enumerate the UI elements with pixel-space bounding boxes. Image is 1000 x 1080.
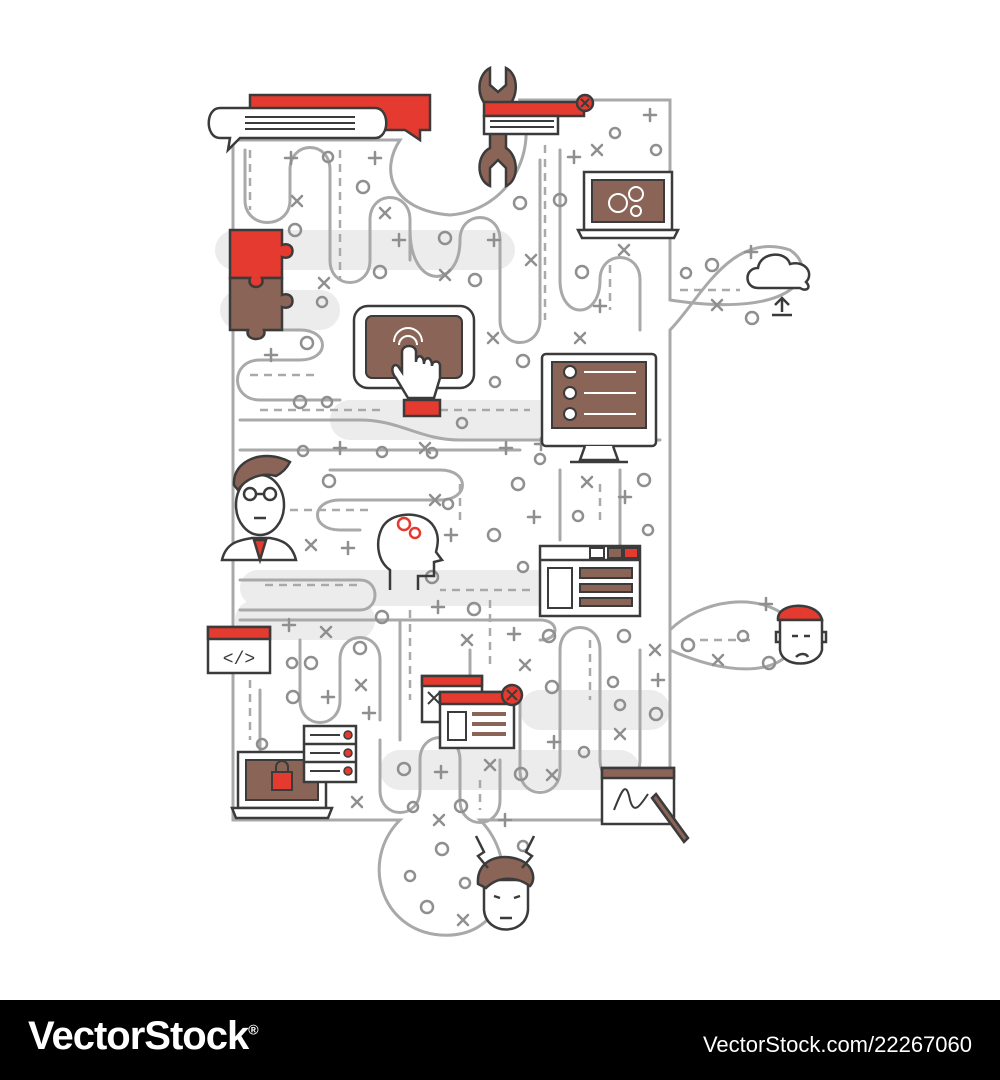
stressed-head-icon bbox=[474, 835, 536, 931]
maze-marks bbox=[263, 107, 774, 927]
maze-dots bbox=[255, 126, 777, 915]
browser-window-icon bbox=[538, 544, 642, 618]
dashed-arrows bbox=[248, 145, 755, 810]
server-rack-icon bbox=[302, 724, 358, 784]
maze-paths bbox=[236, 146, 662, 824]
puzzle-maze-illustration: </> bbox=[206, 65, 828, 937]
watermark-footer: VectorStock® VectorStock.com/22267060 bbox=[0, 1000, 1000, 1080]
code-glyph: </> bbox=[223, 650, 255, 670]
wrench-icon bbox=[478, 65, 595, 188]
person-glasses-icon bbox=[220, 454, 298, 565]
cloud-upload-icon bbox=[746, 253, 811, 317]
logo-text: VectorStock bbox=[28, 1014, 249, 1058]
chart-board-icon bbox=[600, 766, 690, 844]
head-gears-icon bbox=[376, 513, 445, 590]
speech-bubbles-icon bbox=[207, 93, 432, 154]
monitor-list-icon bbox=[540, 352, 658, 464]
brain-head-icon bbox=[774, 604, 828, 665]
registered-mark: ® bbox=[248, 1021, 258, 1038]
laptop-gears-icon bbox=[575, 170, 681, 240]
puzzle-pieces-icon bbox=[228, 228, 294, 341]
image-url: VectorStock.com/22267060 bbox=[702, 1032, 972, 1057]
vectorstock-logo: VectorStock® bbox=[28, 1014, 259, 1059]
tablet-touch-icon bbox=[352, 304, 476, 418]
code-window-icon: </> bbox=[206, 625, 272, 675]
error-windows-icon bbox=[420, 674, 524, 750]
